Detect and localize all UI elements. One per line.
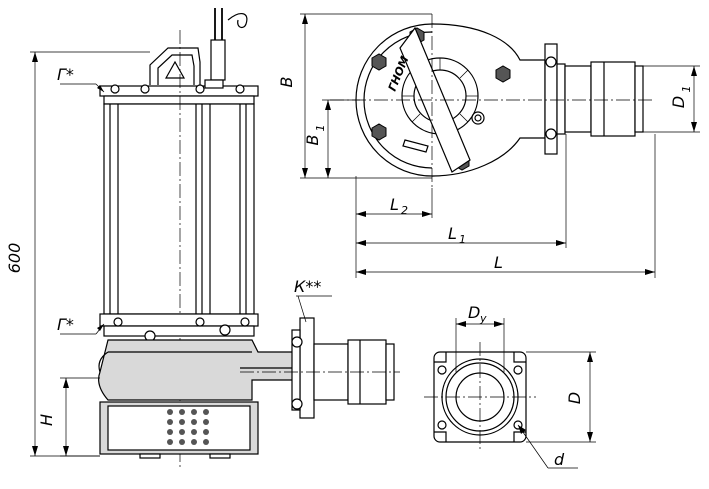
dim-dy-subscript: у: [479, 312, 487, 325]
label-g-top: Г*: [57, 65, 74, 84]
dim-d1-subscript: 1: [680, 86, 693, 93]
dim-l-label: L: [494, 253, 503, 272]
flange-view: D у D d: [424, 303, 596, 469]
dim-d1-label: D: [669, 96, 688, 108]
strainer-holes: [167, 409, 209, 445]
pump-front-view: 600: [5, 8, 400, 470]
dim-b-label: B: [277, 77, 296, 88]
dim-dy-label: D: [468, 303, 480, 322]
dim-l2-label: L: [390, 195, 399, 214]
pump-plan-view: ГНОМ B B 1 D 1: [277, 13, 700, 278]
dim-d-label: D: [565, 392, 584, 404]
label-k: К**: [294, 277, 321, 296]
label-g-bottom: Г*: [57, 315, 74, 334]
dim-b1-label: B: [303, 135, 322, 146]
dim-l2-subscript: 2: [401, 204, 408, 217]
dim-l1-label: L: [448, 224, 457, 243]
dim-b1-subscript: 1: [314, 125, 327, 132]
dim-small-d-label: d: [554, 450, 565, 469]
dim-l1-subscript: 1: [459, 233, 466, 246]
dim-h-label: H: [37, 414, 56, 426]
dim-600-label: 600: [5, 243, 24, 274]
